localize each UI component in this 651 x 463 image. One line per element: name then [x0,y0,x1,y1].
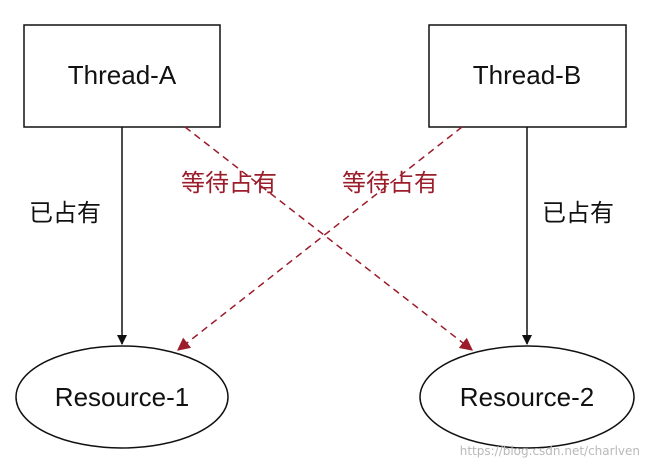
thread-a-holds-label: 已占有 [29,199,101,227]
thread-a-box [23,24,221,128]
thread-b-holds-label: 已占有 [542,199,614,227]
thread-b-node: Thread-B [428,24,627,128]
thread-a-waits-label: 等待占有 [181,169,277,197]
thread-a-waits-resource-2-edge [184,126,474,351]
thread-a-node: Thread-A [23,24,221,128]
thread-b-waits-label: 等待占有 [342,169,438,197]
thread-b-label: Thread-B [473,60,581,90]
thread-b-waits-resource-1-edge [176,126,463,351]
resource-2-label: Resource-2 [460,382,594,412]
resource-1-node: Resource-1 [15,345,229,449]
thread-b-box [428,24,627,128]
watermark-text: https://blog.csdn.net/charlven [460,444,640,458]
resource-1-ellipse [15,345,229,449]
resource-1-label: Resource-1 [55,382,189,412]
resource-2-ellipse [419,345,635,449]
thread-a-label: Thread-A [68,60,177,90]
resource-2-node: Resource-2 [419,345,635,449]
